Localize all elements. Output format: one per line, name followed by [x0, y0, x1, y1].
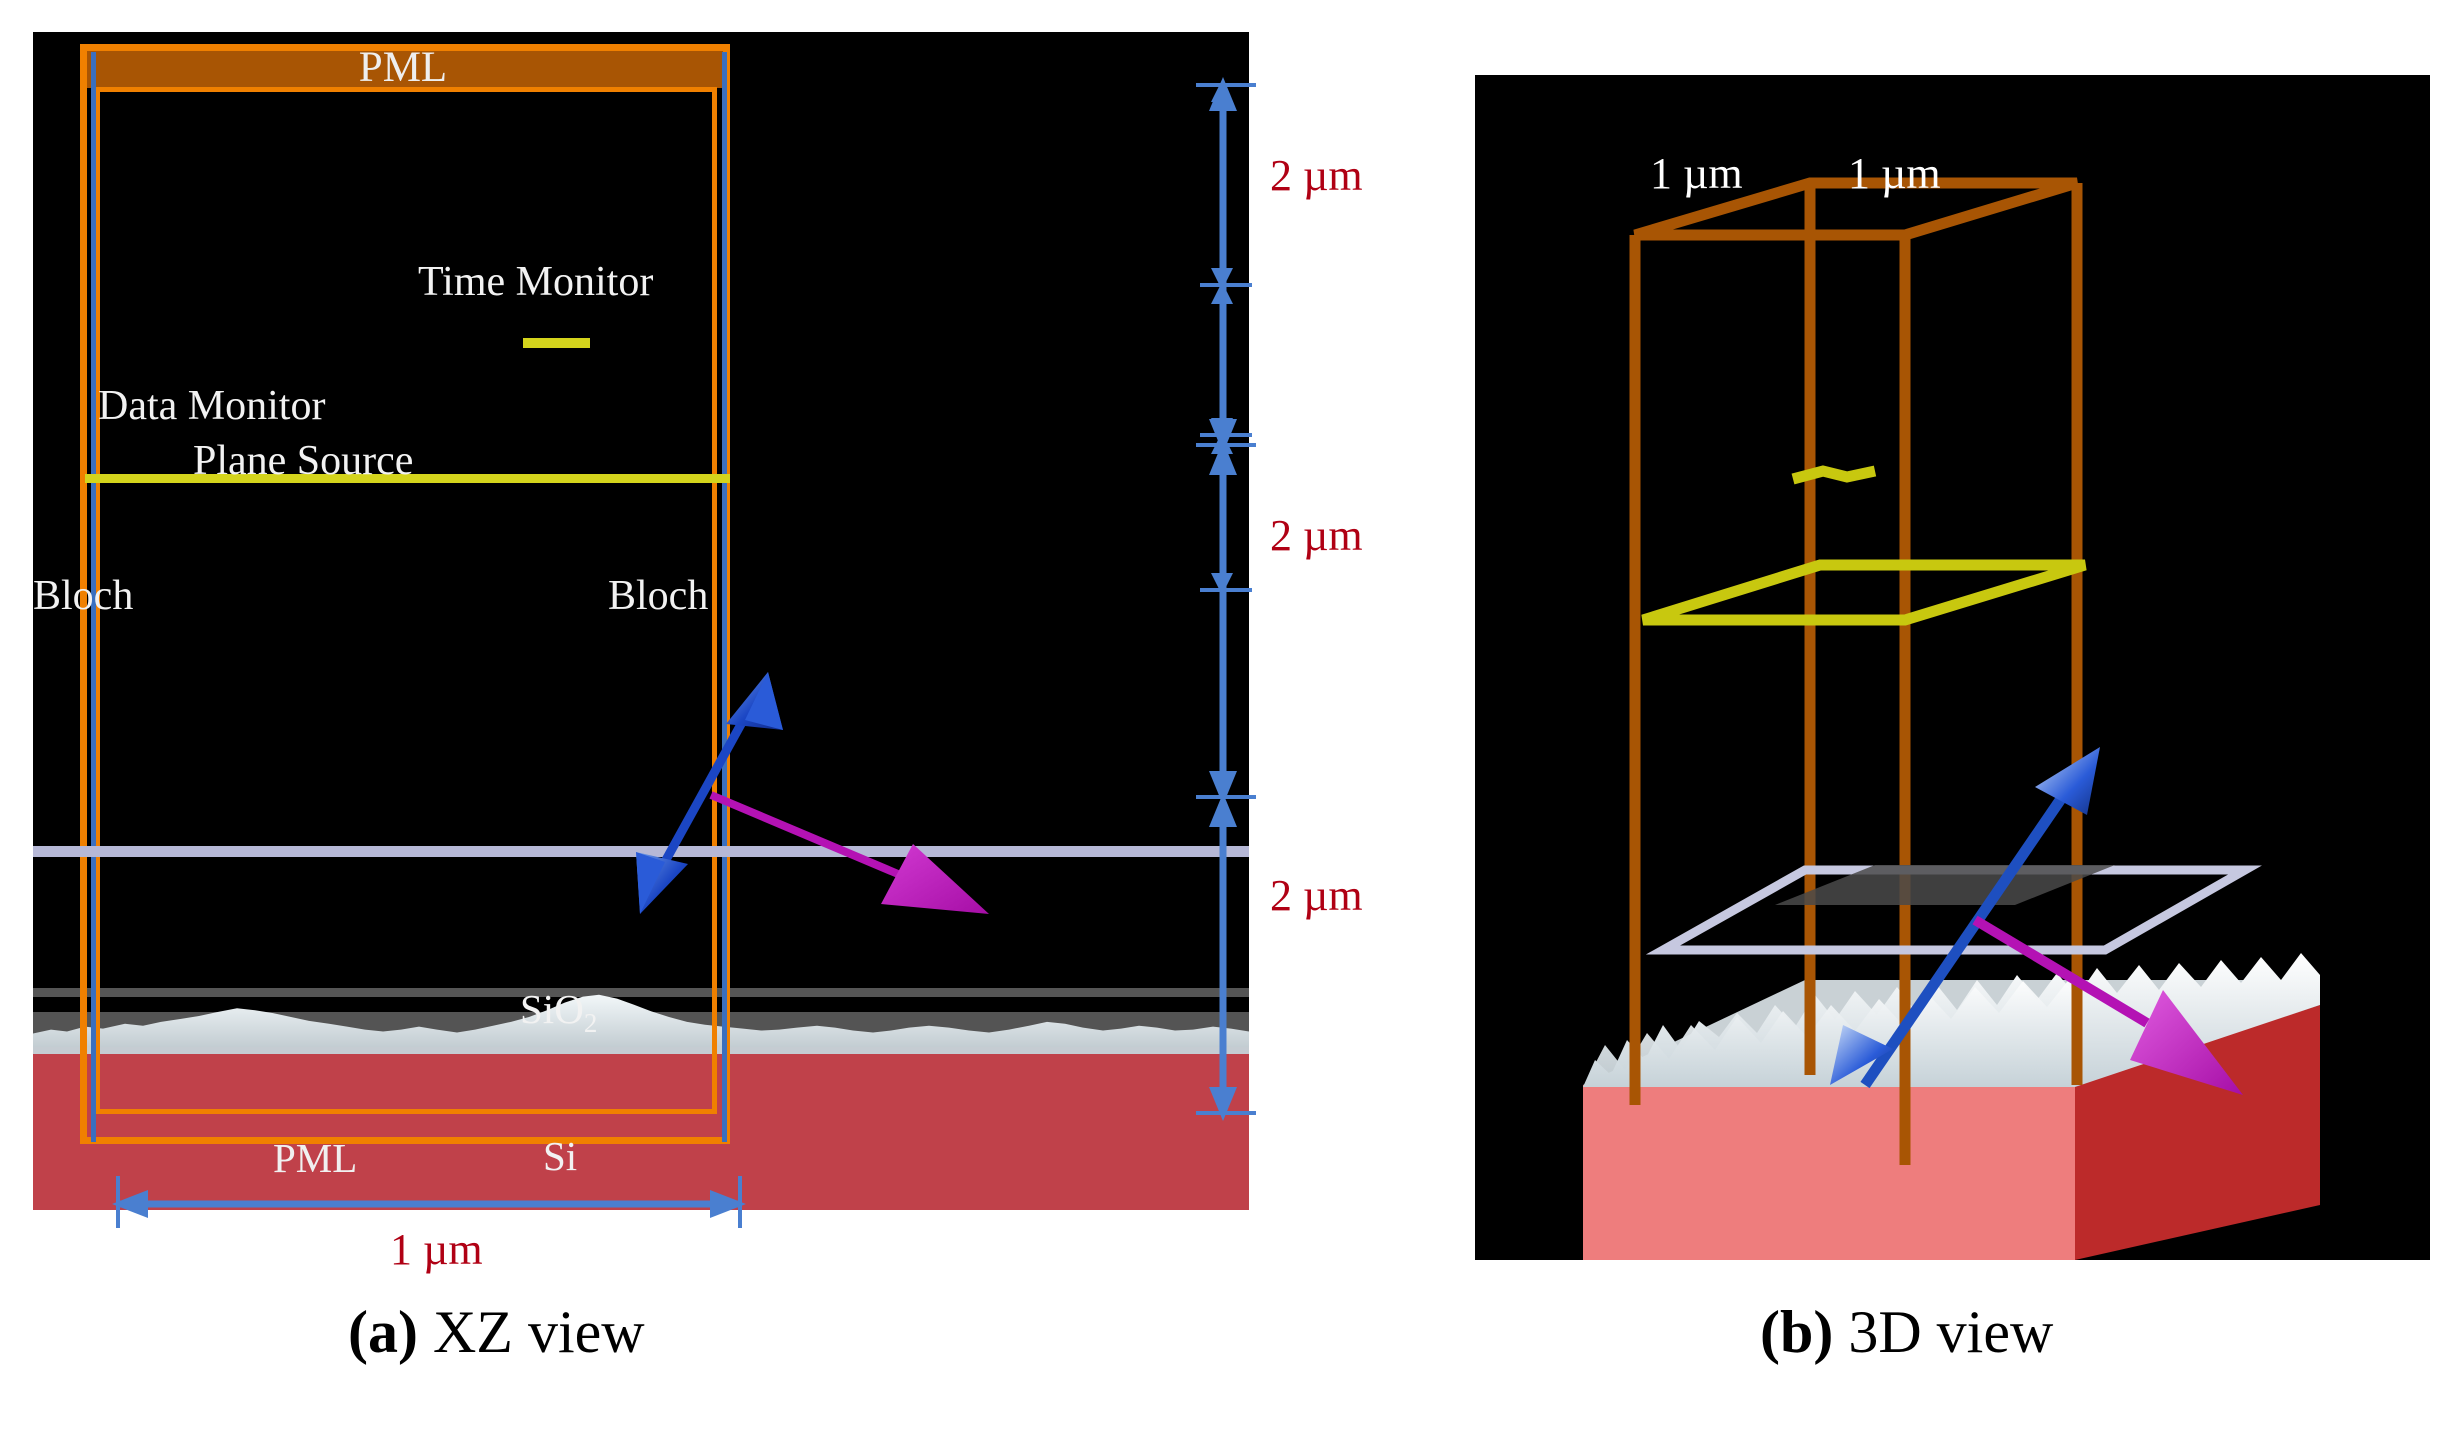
pml-top-label: PML: [358, 44, 448, 91]
data-monitor-line: [85, 474, 730, 483]
data-monitor-label: Data Monitor: [98, 383, 326, 429]
sio2-label-text: SiO: [520, 986, 584, 1032]
caption-a-text: XZ view: [432, 1299, 645, 1365]
e-field-arrowhead-up-3d: [2035, 747, 2100, 815]
e-field-arrow-shaft-3d: [1860, 789, 2070, 1089]
si-substrate-front-face: [1583, 1085, 2075, 1260]
time-monitor-label: Time Monitor: [418, 259, 654, 305]
k-vector-arrowhead-3d: [2130, 990, 2243, 1095]
pml-top-fill: [85, 46, 725, 88]
horizontal-dimension-arrow: [112, 1176, 746, 1228]
dimension-label-vertical-1: 2 µm: [1270, 151, 1363, 200]
simulation-region-frame: [95, 87, 717, 1114]
3d-scene: [1583, 177, 2320, 1260]
k-vector-arrowhead: [881, 844, 989, 914]
dimension-label-3d-y: 1 µm: [1848, 149, 1941, 198]
k-vector-arrow-shaft-3d: [1972, 915, 2150, 1028]
e-field-arrowhead-down-3d: [1830, 1025, 1893, 1085]
dimension-label-3d-x: 1 µm: [1650, 149, 1743, 198]
bloch-boundary-right-line: [722, 52, 727, 1142]
time-monitor-marker-3d: [1791, 465, 1877, 485]
pml-bottom-label: PML: [273, 1135, 358, 1181]
si-substrate-side-face: [2075, 1005, 2320, 1260]
panel-xz-view: PML Time Monitor Data Monitor Bloch Bloc…: [33, 32, 1249, 1210]
dimension-arrow-column: [1196, 77, 1256, 1121]
si-substrate-block: [33, 1052, 1249, 1210]
e-field-arrow-shaft: [647, 714, 749, 890]
caption-a-prefix: (a): [348, 1299, 418, 1365]
panel-3d-view: 1 µm 1 µm: [1475, 75, 2430, 1260]
bloch-boundary-left-line: [91, 52, 96, 1142]
plane-source-fill-3d: [1775, 865, 2115, 905]
time-monitor-marker: [523, 338, 590, 348]
sio2-upper-boundary-line: [33, 988, 1249, 997]
plane-source-line: [33, 846, 1249, 857]
sio2-label-subscript: 2: [583, 1008, 598, 1039]
si-label: Si: [543, 1133, 578, 1179]
caption-b-prefix: (b): [1760, 1299, 1834, 1365]
caption-panel-a: (a) XZ view: [348, 1298, 645, 1367]
caption-panel-b: (b) 3D view: [1760, 1298, 2053, 1367]
plane-source-label: Plane Source: [193, 438, 414, 484]
k-vector-arrow-shaft: [709, 791, 900, 878]
sio2-label: SiO2: [520, 985, 597, 1039]
dimension-label-horizontal: 1 µm: [390, 1225, 483, 1274]
bloch-right-label: Bloch: [608, 573, 709, 619]
source-vectors-group: [636, 672, 989, 914]
dimension-label-vertical-3: 2 µm: [1270, 871, 1363, 920]
data-monitor-plane-3d: [1641, 559, 2087, 626]
rough-sio2-surface: [33, 994, 1249, 1047]
caption-b-text: 3D view: [1848, 1299, 2054, 1365]
bloch-left-label: Bloch: [33, 573, 134, 619]
dimension-label-vertical-2: 2 µm: [1270, 511, 1363, 560]
